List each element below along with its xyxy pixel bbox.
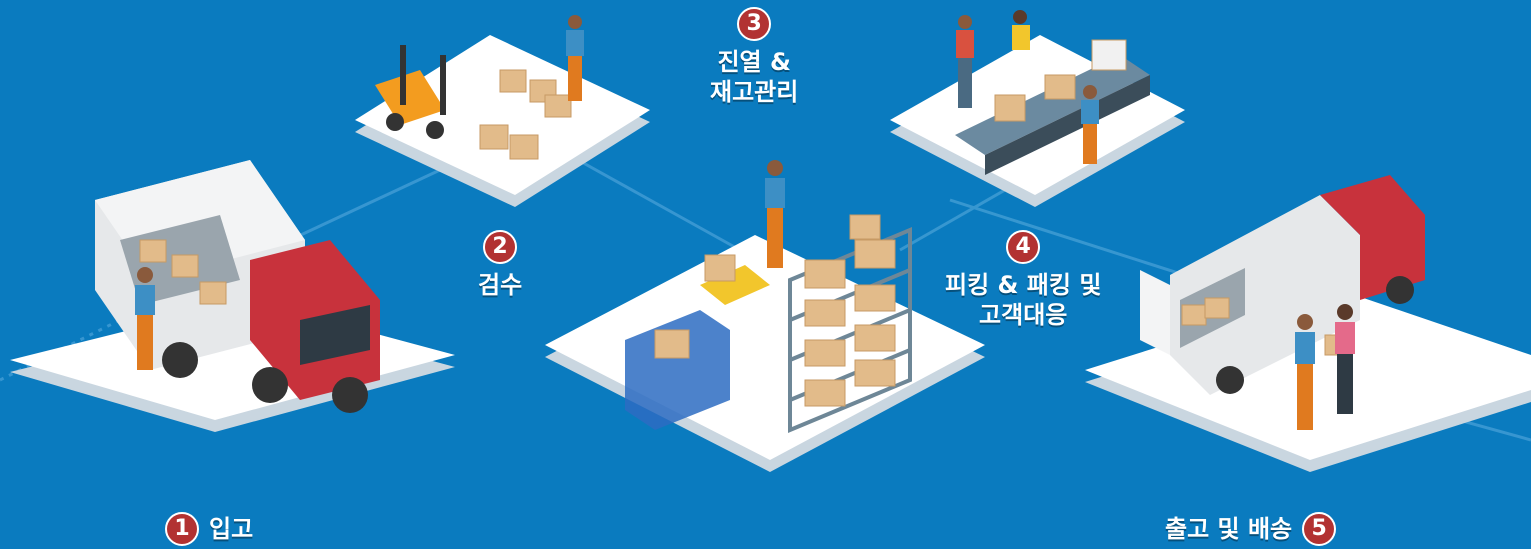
step-2-badge: 2	[483, 230, 518, 264]
step-2-text: 검수	[478, 271, 523, 299]
truck-icon	[1140, 175, 1425, 395]
step-1-text: 입고	[209, 515, 254, 543]
step-3-text-line-1: 진열 &	[717, 48, 791, 76]
box-icon	[994, 39, 1127, 122]
forklift-icon	[375, 45, 446, 139]
step-2-label: 2 검수	[478, 230, 522, 300]
step-4-badge: 4	[1006, 230, 1041, 264]
box-icon	[479, 69, 572, 160]
worker-icon	[1295, 304, 1355, 430]
step-5-text: 출고 및 배송	[1165, 515, 1293, 543]
platform-3	[545, 235, 985, 472]
step-3-label: 3 진열 & 재고관리	[710, 7, 798, 107]
conveyor-icon	[955, 55, 1150, 175]
step-5-label: 출고 및 배송 5	[1165, 512, 1337, 546]
step-4-text-line-1: 피킹 & 패킹 및	[945, 271, 1102, 299]
step-5-badge: 5	[1302, 512, 1337, 546]
step-3-text-line-2: 재고관리	[710, 78, 799, 106]
step-1-badge: 1	[165, 512, 199, 546]
step-4-label: 4 피킹 & 패킹 및 고객대응	[945, 230, 1101, 330]
worker-icon	[566, 15, 584, 101]
box-icon	[804, 214, 896, 407]
step-4-text-line-2: 고객대응	[979, 301, 1068, 329]
step-3-badge: 3	[737, 7, 772, 41]
worker-icon	[956, 10, 1099, 164]
worker-icon	[135, 267, 155, 370]
worker-icon	[765, 160, 785, 268]
box-icon	[139, 239, 227, 305]
step-1-label: 1 입고	[165, 512, 253, 546]
cart-icon	[625, 254, 770, 430]
